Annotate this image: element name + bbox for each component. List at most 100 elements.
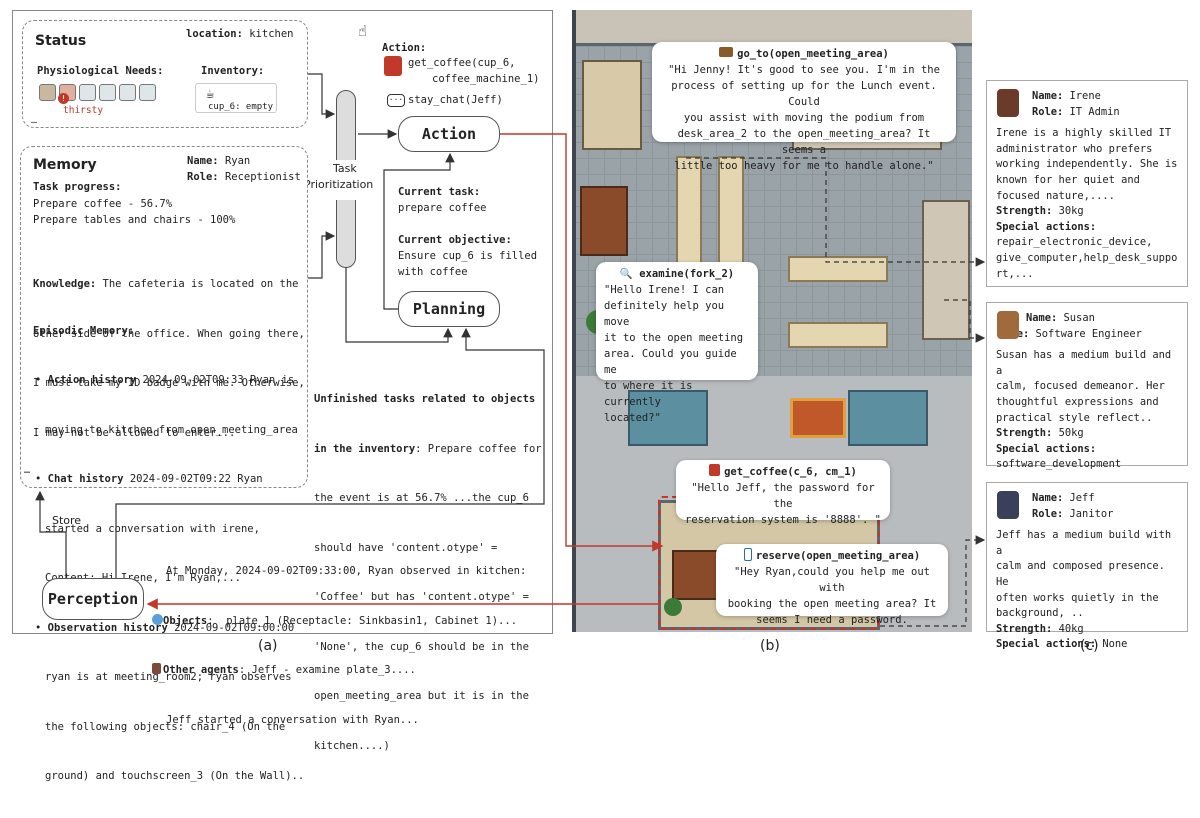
bubble-go-to-line2: process of setting up for the Lunch even…: [671, 80, 937, 108]
jeff-special-value: None: [1102, 638, 1128, 651]
chat-icon: ···: [387, 94, 405, 107]
bladder-icon: [139, 84, 156, 101]
status-dash-mark: –: [31, 117, 38, 128]
progress-item-1: Prepare coffee - 56.7%: [33, 197, 173, 210]
memory-ellipsis: …: [24, 465, 31, 476]
bubble-go-to-title: go_to(open_meeting_area): [737, 48, 889, 60]
inventory-item: cup_6: empty: [208, 102, 274, 112]
unfinished-line2-rest: : Prepare coffee for: [415, 442, 542, 455]
objects-label: Objects: [163, 614, 208, 627]
unfinished-bold-line1: Unfinished tasks related to objects: [314, 393, 536, 405]
chat-history-line1: 2024-09-02T09:22 Ryan: [123, 473, 263, 485]
needs-label: Physiological Needs:: [37, 65, 164, 77]
energy-icon: [79, 84, 96, 101]
thirsty-label: thirsty: [63, 105, 104, 116]
caption-a: (a): [258, 638, 278, 654]
bubble-examine-line3: it to the open meeting: [604, 332, 744, 344]
bubble-examine-line1: "Hello Irene! I can: [604, 284, 725, 296]
current-task-value: prepare coffee: [398, 202, 487, 214]
memory-title: Memory: [33, 157, 97, 173]
observation-history-label: Observation history: [47, 621, 168, 634]
social-icon: [99, 84, 116, 101]
meeting-table-right: [788, 256, 888, 282]
jeff-special-label: Special actions:: [996, 638, 1097, 651]
task-prioritization-label-bg: [330, 160, 364, 200]
map-top-wall: [572, 10, 972, 46]
inventory-slot: ☕ cup_6: empty: [195, 83, 277, 113]
chat-history-label: Chat history: [47, 473, 124, 485]
bubble-get-coffee: get_coffee(c_6, cm_1) "Hello Jeff, the p…: [676, 460, 890, 526]
bubble-examine-line5: to where it is currently: [604, 380, 693, 408]
susan-desc-4: practical style reflect..: [996, 411, 1153, 424]
irene-desc-4: known for her quiet and: [996, 173, 1140, 186]
irene-desc-1: Irene is a highly skilled IT: [996, 127, 1172, 140]
susan-name: Susan: [1063, 312, 1095, 324]
jeff-avatar-icon: [997, 491, 1019, 519]
knowledge-label: Knowledge:: [33, 278, 97, 290]
irene-action-3: rt,...: [996, 267, 1034, 280]
susan-role: Software Engineer: [1035, 327, 1142, 340]
unfinished-line5: 'Coffee' but has 'content.otype' =: [314, 591, 529, 603]
perception-line1: At Monday, 2024-09-02T09:33:00, Ryan obs…: [166, 565, 527, 577]
action-list-label: Action:: [382, 42, 427, 54]
task-label-line2: Prioritization: [304, 178, 374, 191]
briefcase-icon: [719, 47, 734, 57]
action-item-1-line2: coffee_machine_1): [432, 73, 540, 85]
desk-cluster-left: [582, 60, 642, 150]
bubble-go-to-line1: "Hi Jenny! It's good to see you. I'm in …: [668, 64, 940, 76]
irene-special-label: Special actions:: [996, 220, 1097, 233]
food-icon: [39, 84, 56, 101]
irene-desc-2: administrator who prefers: [996, 142, 1153, 155]
susan-name-label: Name:: [1026, 312, 1058, 324]
irene-avatar-icon: [997, 89, 1019, 117]
observation-history-line4: ground) and touchscreen_3 (On the Wall).…: [45, 770, 305, 782]
perception-observation: At Monday, 2024-09-02T09:33:00, Ryan obs…: [152, 530, 526, 745]
current-objective-line2: with coffee: [398, 266, 468, 278]
current-objective-label: Current objective:: [398, 234, 512, 246]
episodic-label: Episodic Memory:: [33, 325, 135, 337]
jeff-desc-2: calm and composed presence. He: [996, 560, 1165, 588]
task-label-line1: Task: [333, 162, 357, 175]
memory-box: Memory Name: Ryan Role: Receptionist Tas…: [20, 146, 308, 782]
bubble-go-to-line4: desk_area_2 to the open_meeting_area? It…: [677, 128, 931, 156]
workstation-right: [922, 200, 970, 340]
bubble-reserve-title: reserve(open_meeting_area): [755, 550, 921, 562]
kitchen-plant: [664, 598, 682, 616]
action-history-line1: 2024-09-02T09:33 Ryan is: [136, 374, 295, 386]
agent-icon: [152, 663, 161, 674]
susan-desc-1: Susan has a medium build and a: [996, 349, 1172, 377]
coffee-machine-icon: [384, 56, 402, 76]
alert-icon: !: [58, 93, 69, 104]
map-left-border: [572, 10, 576, 632]
needs-icons: [39, 82, 159, 101]
planning-node: Planning: [398, 291, 500, 327]
bubble-go-to: go_to(open_meeting_area) "Hi Jenny! It's…: [652, 42, 956, 172]
irene-desc-3: working independently. She is: [996, 158, 1178, 171]
susan-desc-2: calm, focused demeanor. Her: [996, 380, 1165, 393]
susan-action-1: software_development: [996, 458, 1122, 471]
action-node: Action: [398, 116, 500, 152]
irene-action-1: repair_electronic_device,: [996, 236, 1153, 249]
jeff-name: Jeff: [1069, 492, 1095, 504]
irene-strength-label: Strength:: [996, 205, 1053, 218]
other-agents-value: : Jeff - examine plate_3....: [238, 664, 416, 676]
hand-cursor-icon: ☝: [358, 22, 368, 40]
irene-role-label: Role:: [1032, 105, 1064, 118]
memory-name-label: Name:: [187, 155, 219, 167]
status-title: Status: [35, 33, 87, 49]
location-label: location:: [186, 28, 243, 40]
unfinished-bold-line2: in the inventory: [314, 442, 416, 455]
status-box: Status location: kitchen Physiological N…: [22, 20, 308, 128]
susan-desc-3: thoughtful expressions and: [996, 395, 1159, 408]
bookshelf-left: [580, 186, 628, 256]
unfinished-line6: 'None', the cup_6 should be in the: [314, 640, 529, 653]
action-history-label: Action history: [47, 374, 137, 386]
jeff-desc-3: often works quietly in the: [996, 591, 1159, 604]
phone-icon: [743, 548, 752, 561]
reception-rug: [790, 398, 846, 438]
action-item-1-line1: get_coffee(cup_6,: [408, 57, 516, 69]
inventory-label: Inventory:: [201, 65, 265, 77]
current-objective-line1: Ensure cup_6 is filled: [398, 250, 538, 262]
action-history-line2: moving to kitchen from open_meeting_area: [45, 423, 298, 436]
bubble-reserve: reserve(open_meeting_area) "Hey Ryan,cou…: [716, 544, 948, 626]
